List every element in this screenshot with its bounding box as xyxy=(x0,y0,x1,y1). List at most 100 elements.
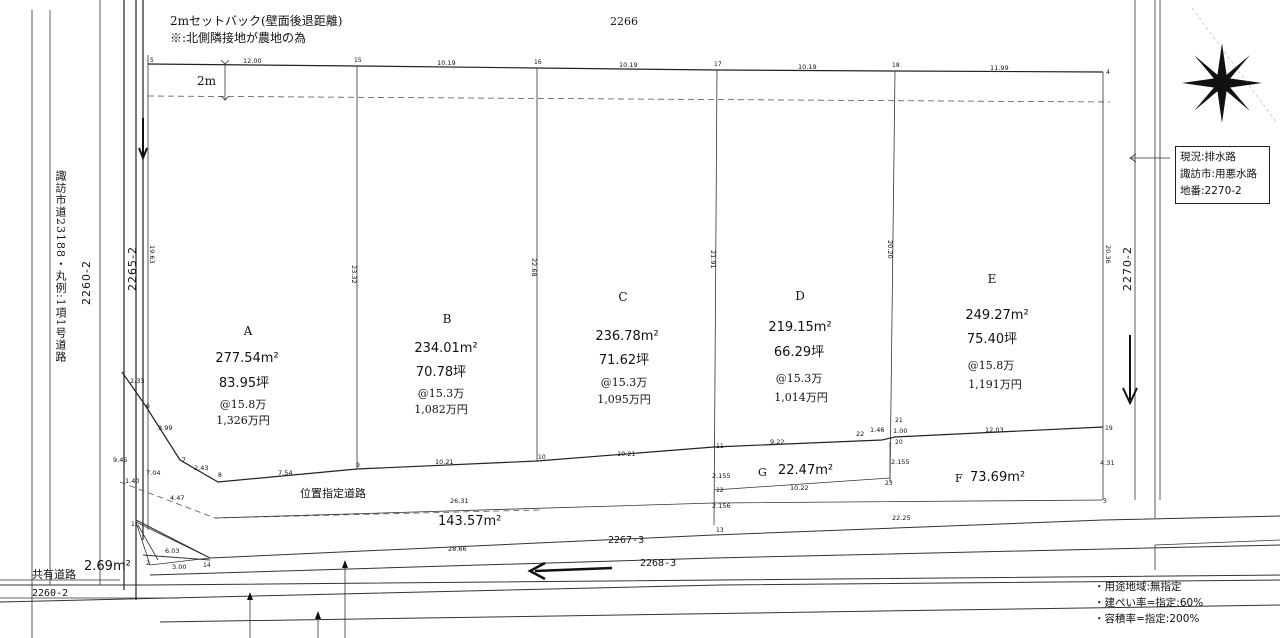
parcel-2260-2-vertical: 2260-2 xyxy=(80,260,93,305)
dim-label: 12.03 xyxy=(985,426,1004,434)
dim-label: 10.21 xyxy=(617,450,636,458)
lot-g-area: 22.47m² xyxy=(778,463,833,478)
dim-label: 7.04 xyxy=(146,469,160,477)
lot-id: E xyxy=(988,272,997,286)
lot-area: 234.01m² xyxy=(414,341,477,356)
dim-label: 20.36 xyxy=(1104,245,1112,264)
point-number: 9 xyxy=(356,462,360,469)
point-number: 17 xyxy=(714,61,722,68)
dim-label: 2.156 xyxy=(712,502,731,510)
legend-line: 地番:2270-2 xyxy=(1180,185,1242,197)
lot-id: C xyxy=(618,290,627,304)
shared-road-area: 2.69m² xyxy=(84,559,131,574)
lot-unit-price: @15.3万 xyxy=(601,376,648,389)
dim-arrow-icon xyxy=(220,95,230,101)
lot-divider xyxy=(713,69,718,526)
lot-f-area: 73.69m² xyxy=(970,470,1025,485)
dim-label: 3.99 xyxy=(158,424,172,432)
dim-label: 10.22 xyxy=(790,484,809,492)
north-boundary xyxy=(147,63,1104,73)
setback-reason: ※:北側隣接地が農地の為 xyxy=(170,30,306,45)
parcel-2265-2: 2265-2 xyxy=(126,246,139,291)
point-number: 5 xyxy=(150,57,154,64)
lot-price: 1,014万円 xyxy=(774,391,828,404)
point-number: 12 xyxy=(716,487,724,494)
point-number: 18 xyxy=(892,62,900,69)
lot-divider xyxy=(889,70,896,483)
point-number: 3 xyxy=(1103,498,1107,505)
point-number: 2 xyxy=(146,560,150,567)
dim-label: 28.66 xyxy=(448,545,467,553)
dim-label: 10.19 xyxy=(619,61,638,69)
lot-id: B xyxy=(443,312,452,326)
dim-label: 19.63 xyxy=(148,245,156,264)
dim-label: 6.03 xyxy=(165,547,179,555)
lot-d: D 219.15m² 66.29坪 @15.3万 1,014万円 xyxy=(768,289,831,404)
road-2268-3 xyxy=(149,544,1280,576)
point-number: 20 xyxy=(895,439,903,446)
point-number: 1 xyxy=(131,521,135,528)
dim-label: 2.33 xyxy=(130,377,144,385)
lot-price: 1,191万円 xyxy=(968,378,1022,391)
dim-label: 22.68 xyxy=(530,258,538,277)
point-number: 11 xyxy=(716,443,724,450)
west-road-label: 諏訪市道23188・丸例:1項1号道路 xyxy=(54,170,67,363)
road-lower-line xyxy=(214,499,1104,519)
point-number: 8 xyxy=(218,472,222,479)
drainage-legend-box: 現況:排水路 諏訪市:用悪水路 地番:2270-2 xyxy=(1175,146,1270,204)
dim-label: 10.19 xyxy=(437,59,456,67)
lot-area: 236.78m² xyxy=(595,329,658,344)
arrow-up-icon xyxy=(342,560,348,568)
point-number: 14 xyxy=(203,562,211,569)
corner xyxy=(881,436,896,441)
flow-arrow-down-icon xyxy=(1122,387,1138,406)
dim-label: 11.99 xyxy=(990,64,1009,72)
lot-price: 1,082万円 xyxy=(414,403,468,416)
flow-arrow-left-icon xyxy=(527,561,546,581)
lot-area: 277.54m² xyxy=(215,351,278,366)
setback-line xyxy=(147,95,1111,103)
parcel-2268-3: 2268-3 xyxy=(640,558,676,569)
dim-label: 4.31 xyxy=(1100,459,1114,467)
point-number: 13 xyxy=(716,527,724,534)
lot-f-id: F xyxy=(955,472,963,485)
legend-line: 諏訪市:用悪水路 xyxy=(1180,168,1258,180)
point-number: 10 xyxy=(538,454,546,461)
lot-tsubo: 70.78坪 xyxy=(416,365,466,380)
dim-label: 22 xyxy=(856,430,864,438)
legend-line: 現況:排水路 xyxy=(1180,151,1237,163)
lot-unit-price: @15.8万 xyxy=(220,398,267,411)
lot-g-boundary xyxy=(713,442,891,491)
north-parcel-number: 2266 xyxy=(610,15,638,28)
lot-price: 1,326万円 xyxy=(216,414,270,427)
parcel-2260-2-h: 2260-2 xyxy=(32,588,68,599)
flow-arrow-left-icon xyxy=(534,566,613,573)
dim-label: 22.25 xyxy=(892,514,911,522)
dim-label: 1.00 xyxy=(893,427,907,435)
shared-road-label: 共有道路 xyxy=(32,567,76,581)
dim-label: 1.46 xyxy=(870,426,884,434)
lot-g-id: G xyxy=(758,466,767,479)
point-number: 6 xyxy=(146,403,150,410)
shared-road-shape xyxy=(135,521,212,566)
lot-a: A 277.54m² 83.95坪 @15.8万 1,326万円 xyxy=(215,324,278,427)
lot-unit-price: @15.3万 xyxy=(418,387,465,400)
dim-label: 2.155 xyxy=(712,472,731,480)
dim-label: 23.32 xyxy=(350,265,358,284)
lot-c: C 236.78m² 71.62坪 @15.3万 1,095万円 xyxy=(595,290,658,406)
lot-id: D xyxy=(795,289,805,303)
dim-label: 4.47 xyxy=(170,494,184,502)
road-2267-3 xyxy=(135,515,1280,559)
dim-label: 20.20 xyxy=(886,240,894,259)
shared-road-line xyxy=(137,524,159,561)
dim-label: 7.54 xyxy=(278,469,292,477)
point-number: 21 xyxy=(895,417,903,424)
zoning-notes: ・用途地域:無指定 ・建ぺい率=指定:60% ・容積率=指定:200% xyxy=(1094,579,1203,627)
dim-label: 9.22 xyxy=(770,438,784,446)
lot-tsubo: 75.40坪 xyxy=(967,332,1017,347)
setback-note: 2mセットバック(壁面後退距離) xyxy=(170,13,342,28)
dim-label: 9.45 xyxy=(113,456,127,464)
point-number: 16 xyxy=(534,59,542,66)
dim-label: 2.43 xyxy=(194,464,208,472)
